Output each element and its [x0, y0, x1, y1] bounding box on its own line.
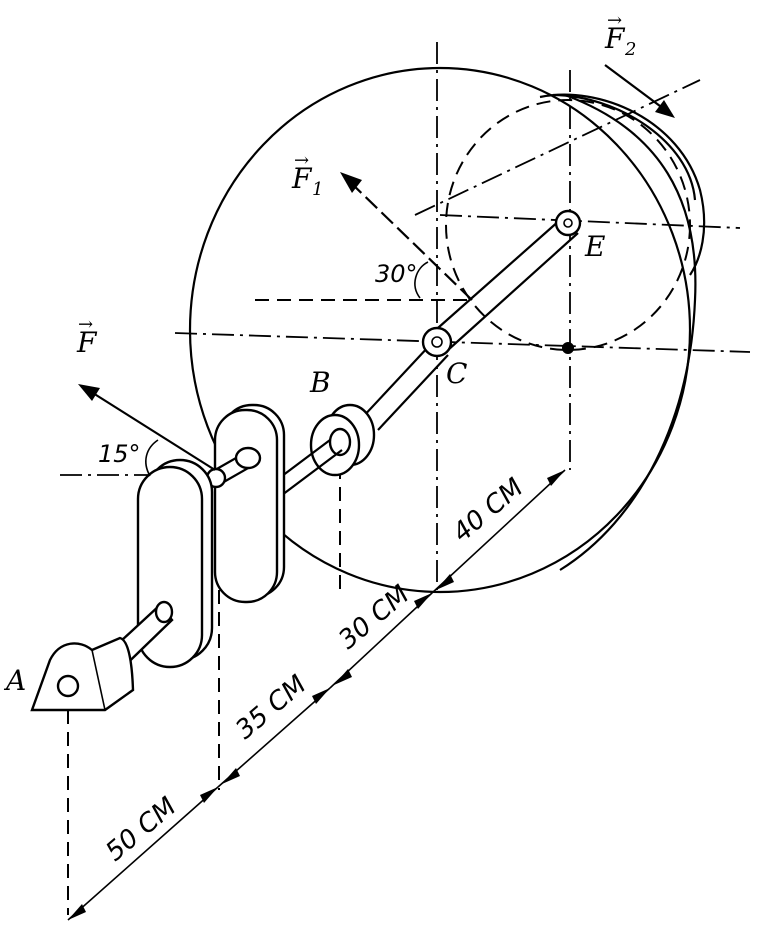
label-c: C [446, 357, 467, 390]
large-disk [188, 66, 706, 594]
label-f1-letter: F [291, 162, 313, 195]
label-f2-letter: F [604, 22, 626, 55]
label-f-arrow: → [78, 314, 93, 335]
dim-30: 30 СМ [333, 580, 415, 656]
force-f1-arrow [340, 172, 473, 301]
bearing-a [30, 636, 135, 712]
dim-40: 40 СМ [447, 473, 529, 549]
force-f2-arrow [604, 64, 675, 118]
force-f-arrow [78, 384, 216, 477]
dim-35: 35 СМ [230, 670, 312, 746]
dimension-lines [67, 469, 566, 921]
label-f2-sub: 2 [624, 39, 636, 60]
angle-30: 30° [375, 260, 418, 288]
label-e: E [584, 230, 605, 263]
bearing-b [309, 403, 376, 477]
label-b: B [309, 366, 331, 399]
label-f-letter: F [76, 326, 98, 359]
crank-web-back [213, 403, 286, 604]
label-f2-arrow: → [607, 10, 622, 31]
shaft-b-c [359, 326, 453, 431]
label-f1-arrow: → [294, 150, 309, 171]
label-a: A [3, 664, 26, 697]
label-f1: F 1 → [291, 150, 323, 200]
label-f1-sub: 1 [312, 179, 323, 200]
label-f: F → [76, 314, 98, 359]
main-shaft [429, 209, 582, 354]
angle-15: 15° [98, 440, 141, 468]
label-f2: F 2 → [604, 10, 636, 60]
